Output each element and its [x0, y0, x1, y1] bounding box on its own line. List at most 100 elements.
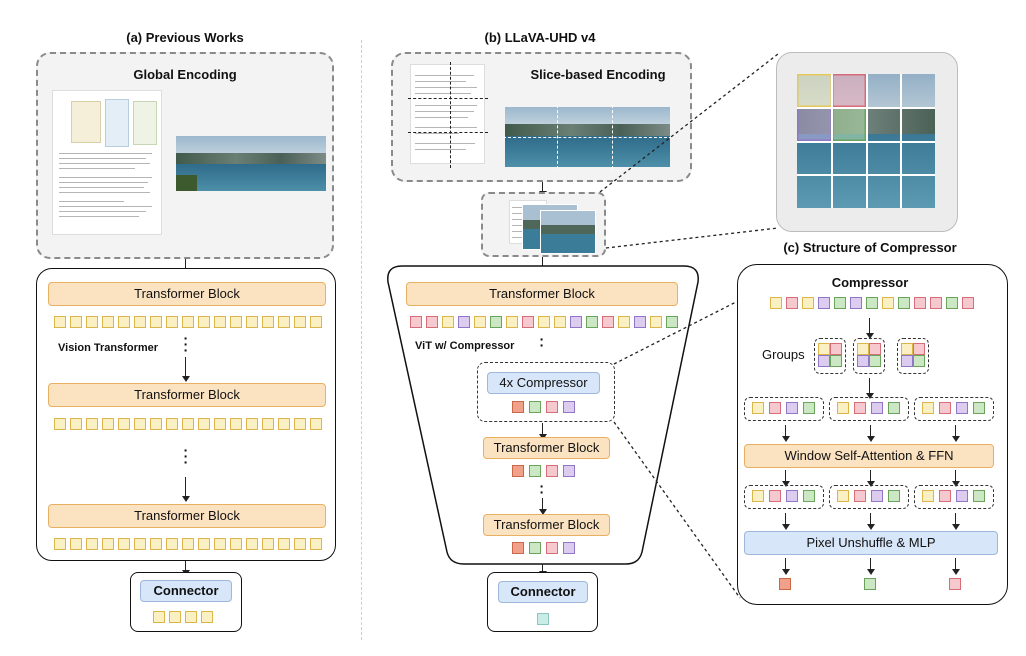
token: [134, 316, 146, 328]
token: [262, 538, 274, 550]
token: [278, 418, 290, 430]
transformer-block: Transformer Block: [48, 282, 326, 306]
token: [134, 538, 146, 550]
token: [182, 316, 194, 328]
token: [214, 418, 226, 430]
token: [118, 316, 130, 328]
arrow: [538, 564, 547, 577]
token: [634, 316, 646, 328]
token: [166, 418, 178, 430]
token: [512, 401, 524, 413]
arrow: [866, 558, 875, 575]
slice-line: [408, 132, 488, 133]
token: [956, 490, 968, 502]
token: [278, 538, 290, 550]
transformer-block: Transformer Block: [406, 282, 678, 306]
token: [198, 316, 210, 328]
token: [506, 316, 518, 328]
token: [537, 613, 549, 625]
ellipsis: ···: [183, 442, 189, 470]
arrow: [538, 182, 547, 197]
token: [922, 402, 934, 414]
token: [946, 297, 958, 309]
ellipsis: ···: [183, 330, 189, 358]
token: [854, 402, 866, 414]
token: [866, 297, 878, 309]
transformer-block: Transformer Block: [483, 514, 610, 536]
token: [901, 343, 913, 355]
token: [818, 297, 830, 309]
token: [857, 355, 869, 367]
token: [54, 418, 66, 430]
token: [818, 343, 830, 355]
token: [901, 355, 913, 367]
token: [602, 316, 614, 328]
groups-label: Groups: [762, 347, 805, 362]
token: [871, 490, 883, 502]
arrow: [781, 513, 790, 530]
arrow: [538, 498, 547, 515]
token: [262, 316, 274, 328]
token: [913, 355, 925, 367]
token: [586, 316, 598, 328]
ellipsis: ··: [539, 478, 545, 500]
token: [294, 418, 306, 430]
transformer-block: Transformer Block: [483, 437, 610, 459]
token-group: [853, 338, 885, 374]
arrow: [865, 378, 874, 399]
slice-image: [540, 210, 596, 254]
token: [554, 316, 566, 328]
token: [939, 490, 951, 502]
token: [442, 316, 454, 328]
token: [166, 316, 178, 328]
token-group: [744, 485, 824, 509]
token-group: [744, 397, 824, 421]
token: [930, 297, 942, 309]
token: [956, 402, 968, 414]
token: [198, 538, 210, 550]
token: [230, 418, 242, 430]
token: [426, 316, 438, 328]
token: [201, 611, 213, 623]
token: [246, 316, 258, 328]
token: [529, 542, 541, 554]
connector-box: Connector: [130, 572, 242, 632]
arrow: [951, 470, 960, 487]
token: [134, 418, 146, 430]
token-group: [814, 338, 846, 374]
slice-line: [450, 62, 451, 168]
token: [246, 538, 258, 550]
token: [570, 316, 582, 328]
token: [230, 538, 242, 550]
token: [854, 490, 866, 502]
arrow: [866, 513, 875, 530]
connector-label: Connector: [140, 580, 232, 602]
token: [546, 465, 558, 477]
token: [294, 316, 306, 328]
token: [185, 611, 197, 623]
token: [169, 611, 181, 623]
token: [834, 297, 846, 309]
token: [278, 316, 290, 328]
token: [86, 418, 98, 430]
token: [888, 490, 900, 502]
token: [962, 297, 974, 309]
token: [198, 418, 210, 430]
token: [939, 402, 951, 414]
panel-a-title: (a) Previous Works: [126, 30, 244, 45]
arrow: [951, 513, 960, 530]
token: [153, 611, 165, 623]
token: [770, 297, 782, 309]
token: [752, 402, 764, 414]
compressor-4x: 4x Compressor: [487, 372, 600, 394]
token: [230, 316, 242, 328]
token: [563, 465, 575, 477]
token: [869, 343, 881, 355]
token: [898, 297, 910, 309]
global-encoding-title: Global Encoding: [133, 67, 237, 82]
token: [973, 402, 985, 414]
token: [166, 538, 178, 550]
token: [546, 401, 558, 413]
token: [214, 316, 226, 328]
token: [310, 418, 322, 430]
